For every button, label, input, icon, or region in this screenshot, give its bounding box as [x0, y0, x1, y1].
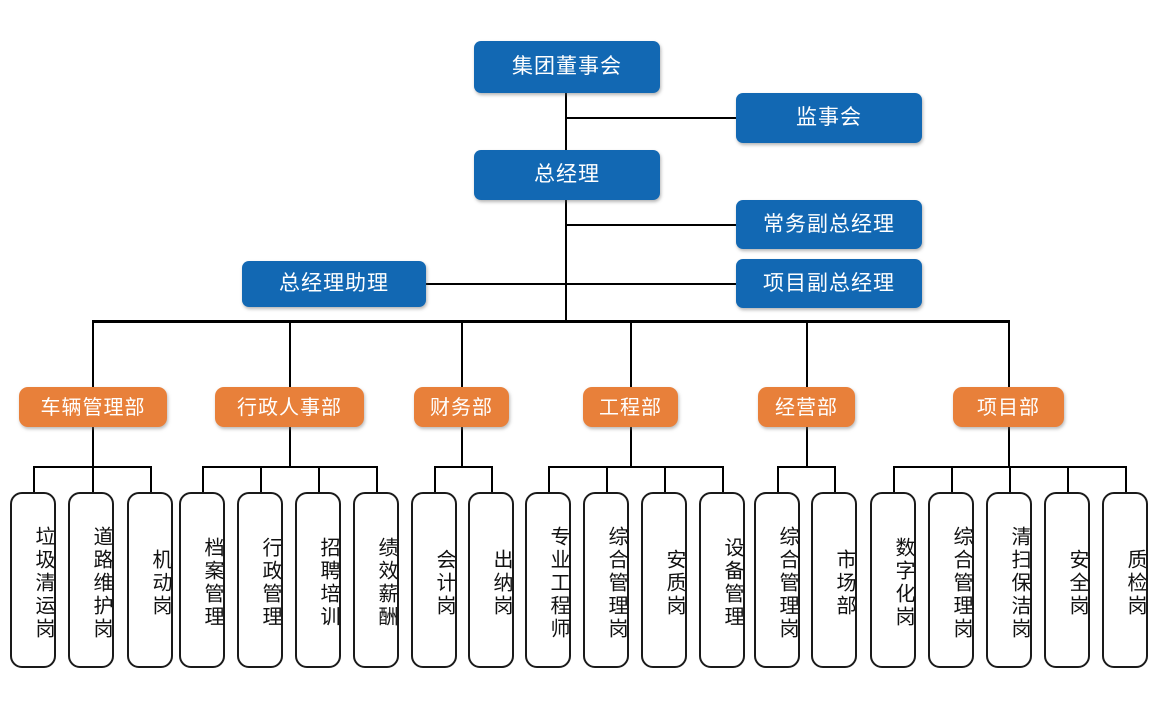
position-market[interactable]: 市场部 — [811, 492, 857, 668]
connector-leaf-drop-8 — [434, 466, 436, 492]
position-cleaning-sanitation[interactable]: 清扫保洁岗 — [986, 492, 1032, 668]
position-recruitment-training[interactable]: 招聘培训 — [295, 492, 341, 668]
connector-stem-4 — [630, 426, 632, 466]
connector-subbus-3 — [434, 466, 491, 468]
connector-executive-deputy — [565, 224, 736, 226]
connector-leaf-drop-9 — [491, 466, 493, 492]
connector-dept-drop-6 — [1008, 320, 1010, 387]
connector-stem-1 — [92, 426, 94, 466]
position-quality-inspection[interactable]: 质检岗 — [1102, 492, 1148, 668]
connector-leaf-drop-11 — [606, 466, 608, 492]
connector-leaf-drop-1 — [33, 466, 35, 492]
connector-project-deputy — [565, 283, 736, 285]
position-project-general-management[interactable]: 综合管理岗 — [928, 492, 974, 668]
connector-leaf-drop-13 — [722, 466, 724, 492]
connector-assistant — [425, 283, 565, 285]
connector-leaf-drop-5 — [260, 466, 262, 492]
position-engineering-general-management[interactable]: 综合管理岗 — [583, 492, 629, 668]
node-board-of-directors[interactable]: 集团董事会 — [474, 41, 660, 93]
node-general-manager[interactable]: 总经理 — [474, 150, 660, 200]
position-records-management[interactable]: 档案管理 — [179, 492, 225, 668]
node-project-deputy-manager[interactable]: 项目副总经理 — [736, 259, 922, 308]
connector-board-trunk — [565, 92, 567, 150]
connector-leaf-drop-3 — [150, 466, 152, 492]
position-performance-compensation[interactable]: 绩效薪酬 — [353, 492, 399, 668]
connector-leaf-drop-15 — [834, 466, 836, 492]
position-cashier[interactable]: 出纳岗 — [468, 492, 514, 668]
department-administration-hr[interactable]: 行政人事部 — [215, 387, 364, 427]
connector-supervisory — [565, 117, 736, 119]
connector-dept-drop-1 — [92, 320, 94, 387]
position-administrative-management[interactable]: 行政管理 — [237, 492, 283, 668]
connector-subbus-4 — [548, 466, 723, 468]
connector-leaf-drop-14 — [777, 466, 779, 492]
connector-stem-6 — [1008, 426, 1010, 466]
connector-leaf-drop-18 — [1009, 466, 1011, 492]
connector-stem-5 — [806, 426, 808, 466]
connector-leaf-drop-17 — [951, 466, 953, 492]
connector-leaf-drop-2 — [92, 466, 94, 492]
connector-gm-trunk — [565, 200, 567, 322]
connector-leaf-drop-20 — [1125, 466, 1127, 492]
position-professional-engineer[interactable]: 专业工程师 — [525, 492, 571, 668]
node-supervisory-board[interactable]: 监事会 — [736, 93, 922, 143]
department-engineering[interactable]: 工程部 — [583, 387, 678, 427]
node-executive-deputy-manager[interactable]: 常务副总经理 — [736, 200, 922, 249]
connector-dept-drop-3 — [461, 320, 463, 387]
connector-leaf-drop-12 — [664, 466, 666, 492]
position-safety[interactable]: 安全岗 — [1044, 492, 1090, 668]
position-operations-general-management[interactable]: 综合管理岗 — [754, 492, 800, 668]
position-waste-transport[interactable]: 垃圾清运岗 — [10, 492, 56, 668]
connector-dept-drop-2 — [289, 320, 291, 387]
connector-subbus-2 — [202, 466, 377, 468]
connector-leaf-drop-10 — [548, 466, 550, 492]
connector-leaf-drop-16 — [893, 466, 895, 492]
department-project[interactable]: 项目部 — [953, 387, 1064, 427]
connector-stem-3 — [461, 426, 463, 466]
position-digitalization[interactable]: 数字化岗 — [870, 492, 916, 668]
connector-leaf-drop-7 — [376, 466, 378, 492]
node-general-manager-assistant[interactable]: 总经理助理 — [242, 261, 426, 307]
connector-leaf-drop-4 — [202, 466, 204, 492]
connector-stem-2 — [289, 426, 291, 466]
connector-leaf-drop-19 — [1067, 466, 1069, 492]
position-safety-quality[interactable]: 安质岗 — [641, 492, 687, 668]
position-mobile-duty[interactable]: 机动岗 — [127, 492, 173, 668]
connector-department-bus — [92, 320, 1009, 323]
connector-dept-drop-4 — [630, 320, 632, 387]
department-finance[interactable]: 财务部 — [414, 387, 509, 427]
connector-subbus-5 — [777, 466, 834, 468]
connector-dept-drop-5 — [806, 320, 808, 387]
position-equipment-management[interactable]: 设备管理 — [699, 492, 745, 668]
position-road-maintenance[interactable]: 道路维护岗 — [68, 492, 114, 668]
connector-leaf-drop-6 — [318, 466, 320, 492]
department-operations[interactable]: 经营部 — [758, 387, 855, 427]
department-vehicle-management[interactable]: 车辆管理部 — [19, 387, 167, 427]
position-accounting[interactable]: 会计岗 — [411, 492, 457, 668]
